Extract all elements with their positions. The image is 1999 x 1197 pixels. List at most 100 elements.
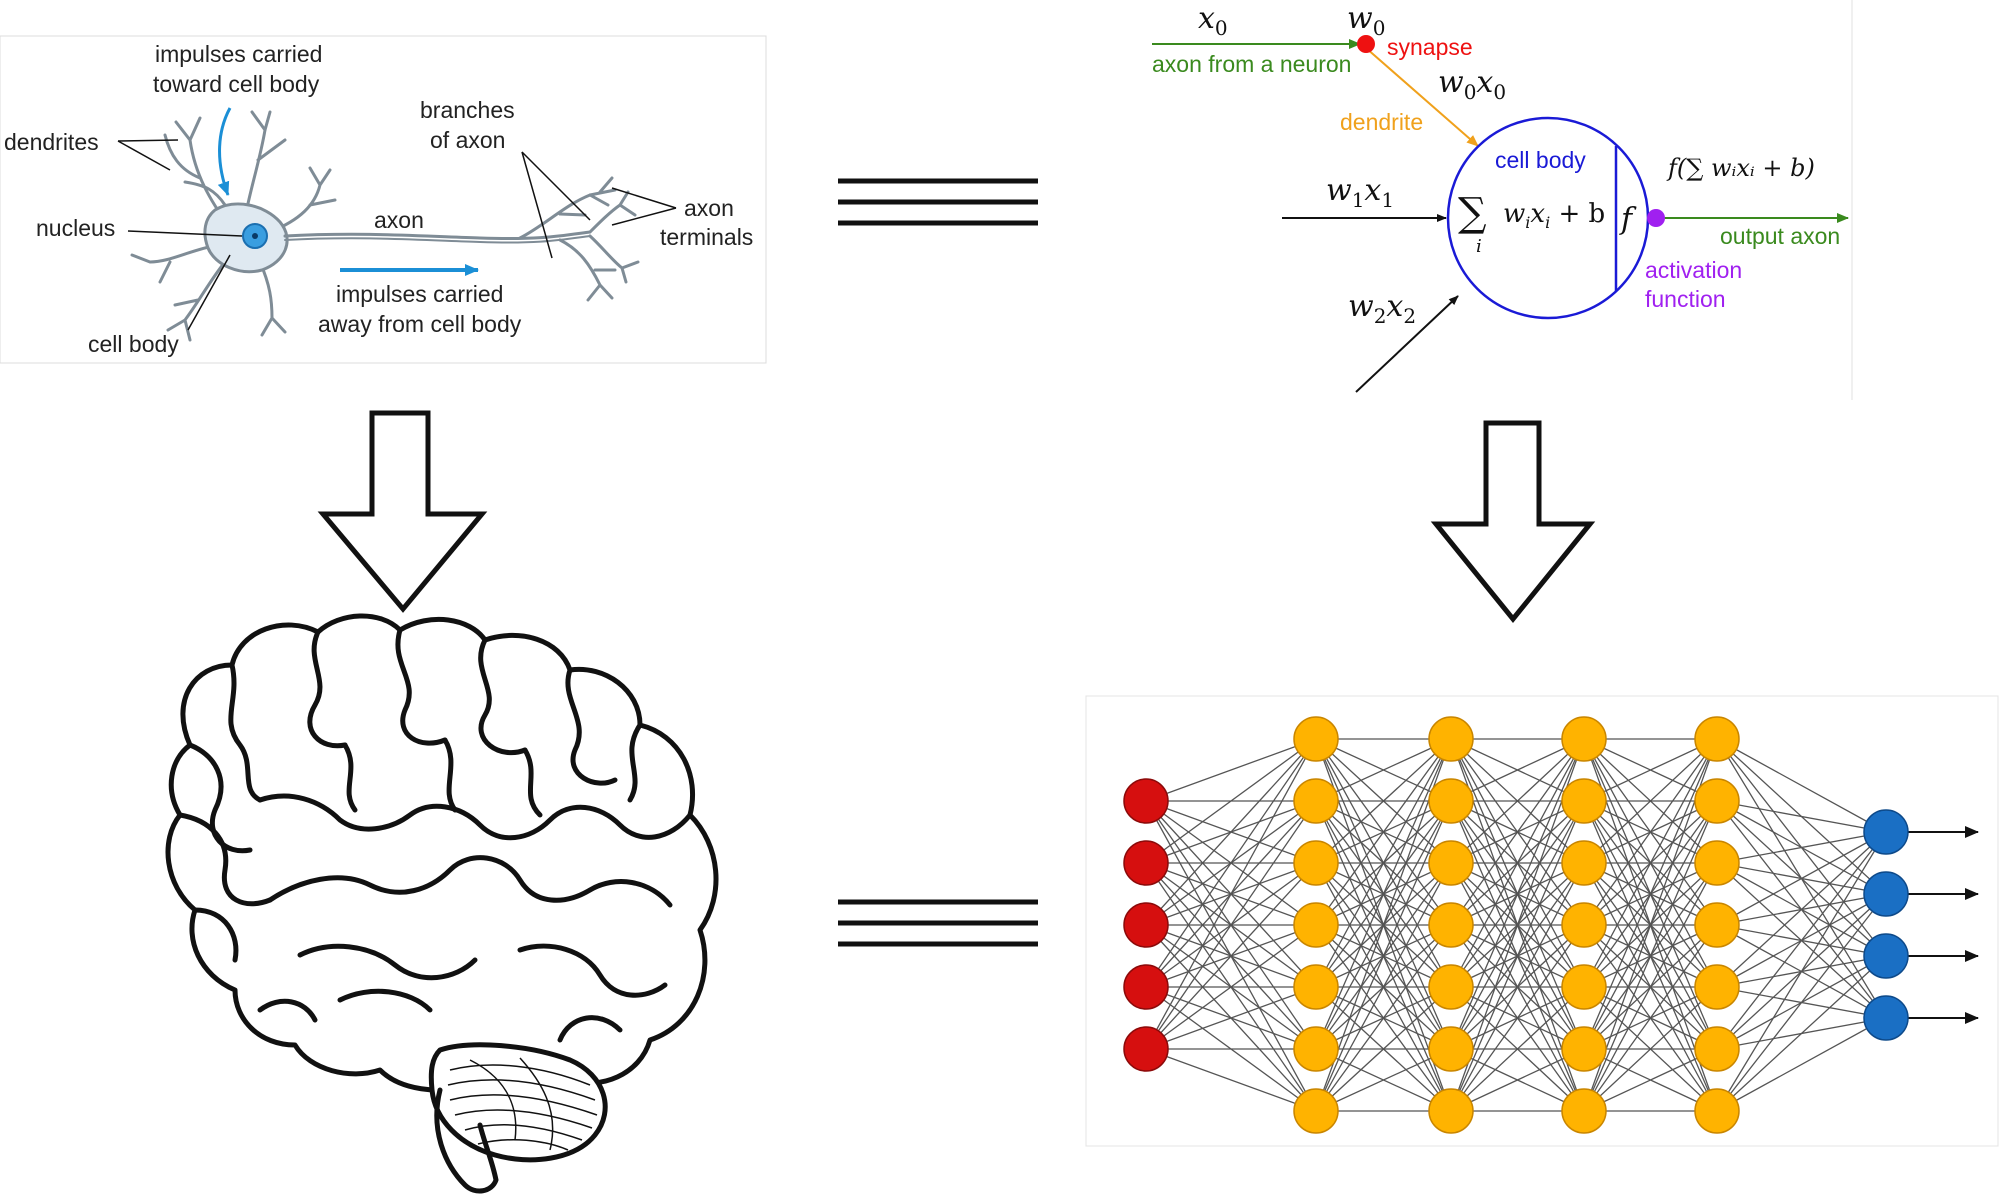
hidden-node [1428, 840, 1474, 886]
hidden-node [1428, 716, 1474, 762]
label-dendrites: dendrites [4, 129, 99, 155]
network-edge [1716, 893, 1887, 1112]
network-edge [1315, 738, 1452, 864]
input-node [1123, 964, 1169, 1010]
network-nodes [1123, 716, 1909, 1134]
network-edge [1583, 1048, 1718, 1112]
network-edge [1716, 738, 1887, 833]
network-edge [1583, 738, 1718, 1050]
label-output-formula: f(∑ wᵢxᵢ + b) [1666, 154, 1815, 182]
hidden-node [1293, 778, 1339, 824]
network-edge [1315, 738, 1452, 988]
hidden-node [1694, 1088, 1740, 1134]
input-node [1123, 840, 1169, 886]
network-edge [1145, 1048, 1317, 1112]
network-edge [1315, 924, 1452, 1112]
neural-network-panel [1085, 695, 1999, 1147]
hidden-node [1694, 964, 1740, 1010]
label-impulses-toward-2: toward cell body [153, 71, 320, 97]
label-dendrite: dendrite [1340, 109, 1423, 135]
label-w1x1: w1x1 [1326, 173, 1394, 212]
network-edge [1716, 800, 1887, 833]
hidden-node [1428, 1026, 1474, 1072]
network-edge [1145, 738, 1317, 1050]
network-edge [1315, 986, 1452, 1112]
network-edge [1145, 738, 1317, 988]
network-edge [1145, 862, 1317, 1050]
down-arrow-icon [1430, 420, 1596, 623]
label-impulses-away-1: impulses carried [336, 281, 503, 307]
hidden-node [1293, 840, 1339, 886]
hidden-node [1561, 902, 1607, 948]
network-edge [1450, 738, 1585, 864]
hidden-node [1694, 840, 1740, 886]
input-node [1123, 902, 1169, 948]
hidden-node [1561, 778, 1607, 824]
network-edge [1583, 738, 1718, 926]
label-x0: x0 [1198, 1, 1228, 40]
hidden-node [1293, 716, 1339, 762]
down-arrow-icon [317, 410, 488, 613]
hidden-node [1293, 902, 1339, 948]
sum-symbol: ∑ [1458, 190, 1487, 236]
sum-index: i [1476, 236, 1482, 257]
network-edge [1716, 831, 1887, 864]
w2x2-input-line [1355, 295, 1459, 393]
network-edge [1450, 924, 1585, 1112]
network-edge [1450, 738, 1585, 802]
label-activation-2: function [1645, 286, 1726, 312]
label-branches-1: branches [420, 97, 515, 123]
hidden-node [1694, 716, 1740, 762]
output-node [1863, 933, 1909, 979]
network-edge [1315, 1048, 1452, 1112]
network-edge [1450, 738, 1585, 926]
network-edge [1315, 738, 1452, 802]
network-edge [1716, 1017, 1887, 1112]
network-edge [1450, 862, 1585, 1112]
hidden-node [1561, 840, 1607, 886]
label-synapse: synapse [1387, 34, 1473, 60]
leader-lines [117, 139, 677, 331]
biological-neuron-panel: impulses carried toward cell body dendri… [0, 35, 767, 364]
network-edge [1450, 738, 1585, 988]
label-w0: w0 [1347, 1, 1385, 40]
impulse-toward-arrow [217, 107, 232, 196]
dendrite-line [1365, 47, 1479, 147]
network-edge [1450, 800, 1585, 1112]
network-edge [1583, 924, 1718, 1112]
label-nucleus: nucleus [36, 215, 115, 241]
activation-dot [1647, 209, 1665, 227]
network-edge [1583, 800, 1718, 1112]
network-edge [1145, 986, 1317, 1050]
equals-sign-icon [838, 899, 1038, 947]
hidden-node [1694, 902, 1740, 948]
input-node [1123, 1026, 1169, 1072]
output-node [1863, 871, 1909, 917]
network-edge [1716, 831, 1887, 1112]
label-w0x0: w0x0 [1438, 65, 1506, 104]
hidden-node [1428, 902, 1474, 948]
network-edge [1450, 986, 1585, 1112]
label-axon-terminals-1: axon [684, 195, 734, 221]
output-node [1863, 995, 1909, 1041]
math-neuron-model-panel: x0 w0 synapse axon from a neuron w0x0 de… [1152, 0, 1853, 400]
network-edge [1145, 738, 1317, 926]
network-edge [1315, 738, 1452, 926]
network-edge [1145, 924, 1317, 1050]
label-output-axon: output axon [1720, 223, 1840, 249]
network-edge [1450, 1048, 1585, 1112]
hidden-node [1561, 964, 1607, 1010]
hidden-node [1428, 778, 1474, 824]
network-edge [1450, 738, 1585, 1050]
label-axon-from-neuron: axon from a neuron [1152, 51, 1351, 77]
network-edge [1145, 738, 1317, 802]
hidden-node [1694, 1026, 1740, 1072]
hidden-node [1428, 964, 1474, 1010]
hidden-node [1293, 1026, 1339, 1072]
hidden-node [1561, 1088, 1607, 1134]
hidden-node [1293, 964, 1339, 1010]
network-edge [1315, 800, 1452, 1112]
hidden-node [1561, 1026, 1607, 1072]
equals-sign-icon [838, 178, 1038, 226]
